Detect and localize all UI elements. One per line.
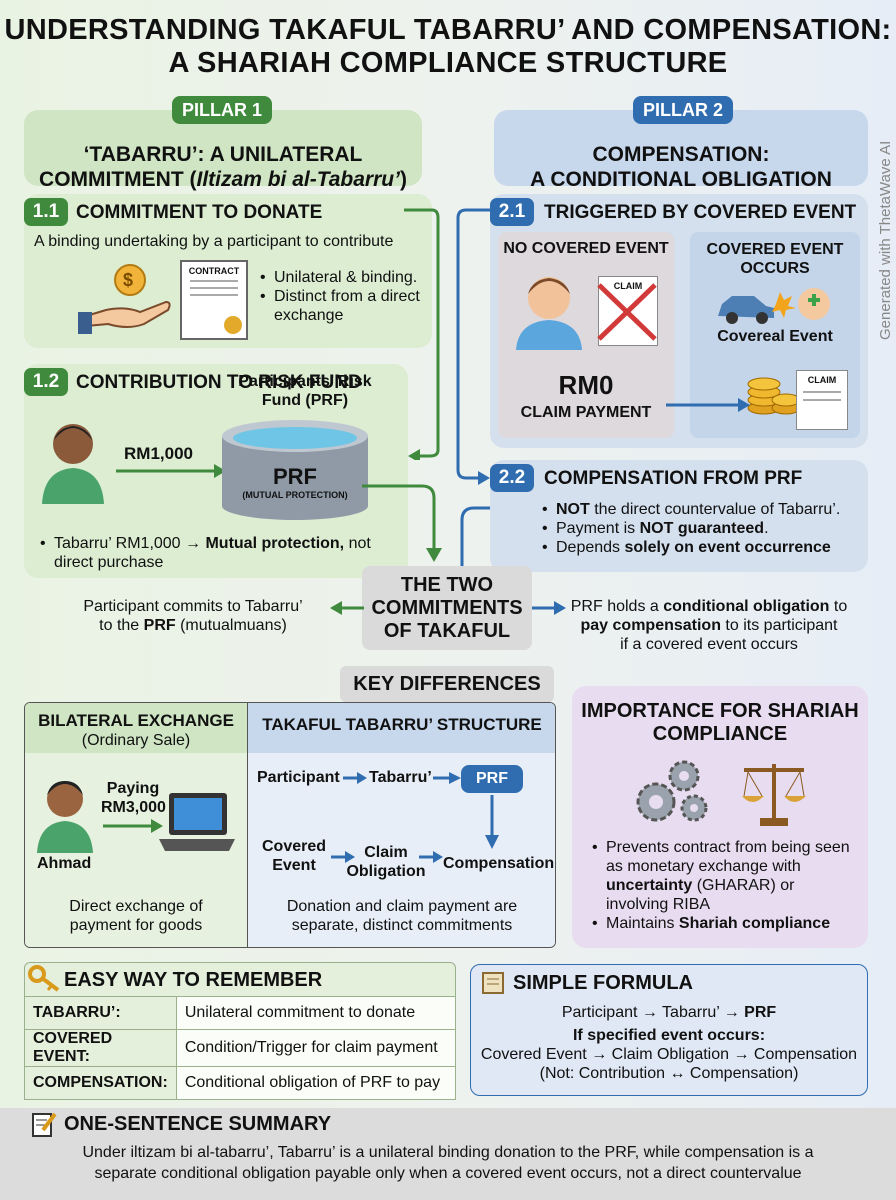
key-icon [28,964,62,992]
contract-icon: CONTRACT [180,260,248,340]
pillar1-tag: PILLAR 1 [172,96,272,124]
term-cell: COVERED EVENT: [24,1029,177,1067]
formula-panel: SIMPLE FORMULA Participant → Tabarru’ → … [470,964,868,1096]
event-occurs-label: COVERED EVENT OCCURS [706,241,844,277]
person-icon [512,270,586,350]
flow-prf-badge: PRF [461,765,523,793]
bilateral-title: BILATERAL EXCHANGE [38,711,234,730]
flow-tabarru: Tabarru’ [369,769,432,786]
gears-icon [632,758,712,828]
formula-title: SIMPLE FORMULA [513,972,693,994]
summary-title: ONE-SENTENCE SUMMARY [64,1113,332,1135]
section-2-1: 2.1 TRIGGERED BY COVERED EVENT NO COVERE… [490,194,868,448]
table-row: COVERED EVENT:Condition/Trigger for clai… [24,1029,457,1067]
section-bullets: Tabarru’ RM1,000 → Mutual protection, no… [40,534,380,572]
section-desc: A binding undertaking by a participant t… [34,233,394,250]
laptop-icon [157,789,237,855]
coin-symbol: $ [123,270,134,290]
section-1-2: 1.2 CONTRIBUTION TO RISK FUND RM1,000 Pa… [24,364,408,578]
watermark: Generated with ThetaWave AI [877,140,894,340]
section-number: 1.1 [24,198,68,226]
summary-panel [0,1108,896,1200]
section-title: COMMITMENT TO DONATE [76,202,323,223]
pillar2-tag: PILLAR 2 [633,96,733,124]
balance-scale-icon [738,754,810,830]
fund-tank [218,416,372,522]
key-differences-title: KEY DIFFERENCES [340,666,554,702]
notepad-icon [30,1110,58,1138]
term-cell: TABARRU’: [24,996,177,1030]
table-row: COMPENSATION:Conditional obligation of P… [24,1066,457,1100]
zero-payment-sub: CLAIM PAYMENT [520,404,652,421]
definition-cell: Unilateral commitment to donate [175,996,457,1030]
table-row: TABARRU’:Unilateral commitment to donate [24,996,457,1030]
hand-coin-icon [78,258,178,338]
claim-form-crossed-icon: CLAIM [597,276,658,346]
remember-table: TABARRU’:Unilateral commitment to donate… [24,996,457,1100]
ahmad-label: Ahmad [37,855,92,872]
takaful-structure-title: TAKAFUL TABARRU’ STRUCTURE [262,715,542,734]
arrow-left [330,601,364,615]
arrow-to-laptop [103,819,163,833]
key-differences-table: BILATERAL EXCHANGE (Ordinary Sale) TAKAF… [24,702,556,948]
flow-arrow-1 [343,772,367,784]
section-bullets: NOT the direct countervalue of Tabarru’.… [542,500,866,557]
flow-participant: Participant [257,769,340,786]
section-1-1: 1.1 COMMITMENT TO DONATE A binding under… [24,194,432,348]
zero-payment: RM0 [558,370,614,400]
two-commitments-box: THE TWO COMMITMENTS OF TAKAFUL [362,566,532,650]
connector-green-down [360,484,450,564]
flow-arrow-4 [419,851,443,863]
covered-event-caption: Covereal Event [717,328,833,345]
section-title: TRIGGERED BY COVERED EVENT [544,202,857,223]
flow-arrow-2 [433,772,461,784]
coins-icon [746,362,802,418]
car-accident-icon [714,286,834,326]
summary-text: Under iltizam bi al-tabarru’, Tabarru’ i… [82,1144,814,1182]
section-number: 2.1 [490,198,534,226]
scroll-icon [479,969,507,997]
pillar2-header: COMPENSATION: A CONDITIONAL OBLIGATION [494,110,868,191]
arrow-to-prf [116,464,226,478]
contribution-amount: RM1,000 [124,444,193,463]
flow-compensation: Compensation [443,855,555,872]
participant-avatar [38,416,108,506]
prf-sublabel: (MUTUAL PROTECTION) [242,490,348,500]
section-title: COMPENSATION FROM PRF [544,468,803,489]
section-number: 2.2 [490,464,534,492]
participant-commitment-text: Participant commits to Tabarru’ to the P… [83,598,303,634]
no-event-label: NO COVERED EVENT [503,240,669,257]
arrow-to-coins [666,398,750,412]
prf-label: PRF [273,464,317,489]
claim-form-icon: CLAIM [796,370,848,430]
page-title: UNDERSTANDING TAKAFUL TABARRU’ AND COMPE… [4,14,892,79]
connector-blue-left [454,204,494,488]
prf-obligation-text: PRF holds a conditional obligation to pa… [570,598,848,653]
remember-title: EASY WAY TO REMEMBER [64,969,323,991]
connector-green-right [404,204,444,460]
section-bullets: Unilateral & binding. Distinct from a di… [260,268,430,325]
connector-blue-up [458,500,498,570]
definition-cell: Conditional obligation of PRF to pay [175,1066,457,1100]
term-cell: COMPENSATION: [24,1066,177,1100]
section-title: CONTRIBUTION TO RISK FUND [76,372,362,393]
flow-arrow-down [485,795,499,849]
flow-arrow-3 [331,851,355,863]
formula-lines: Participant → Tabarru’ → PRF If specifie… [480,1004,858,1082]
section-2-2: 2.2 COMPENSATION FROM PRF NOT the direct… [490,460,868,572]
fund-label: Participants’ Risk Fund (PRF) [238,373,372,409]
section-number: 1.2 [24,368,68,396]
bilateral-subtitle: (Ordinary Sale) [81,732,191,749]
ahmad-avatar [35,773,95,853]
arrow-right [532,601,566,615]
definition-cell: Condition/Trigger for claim payment [175,1029,457,1067]
